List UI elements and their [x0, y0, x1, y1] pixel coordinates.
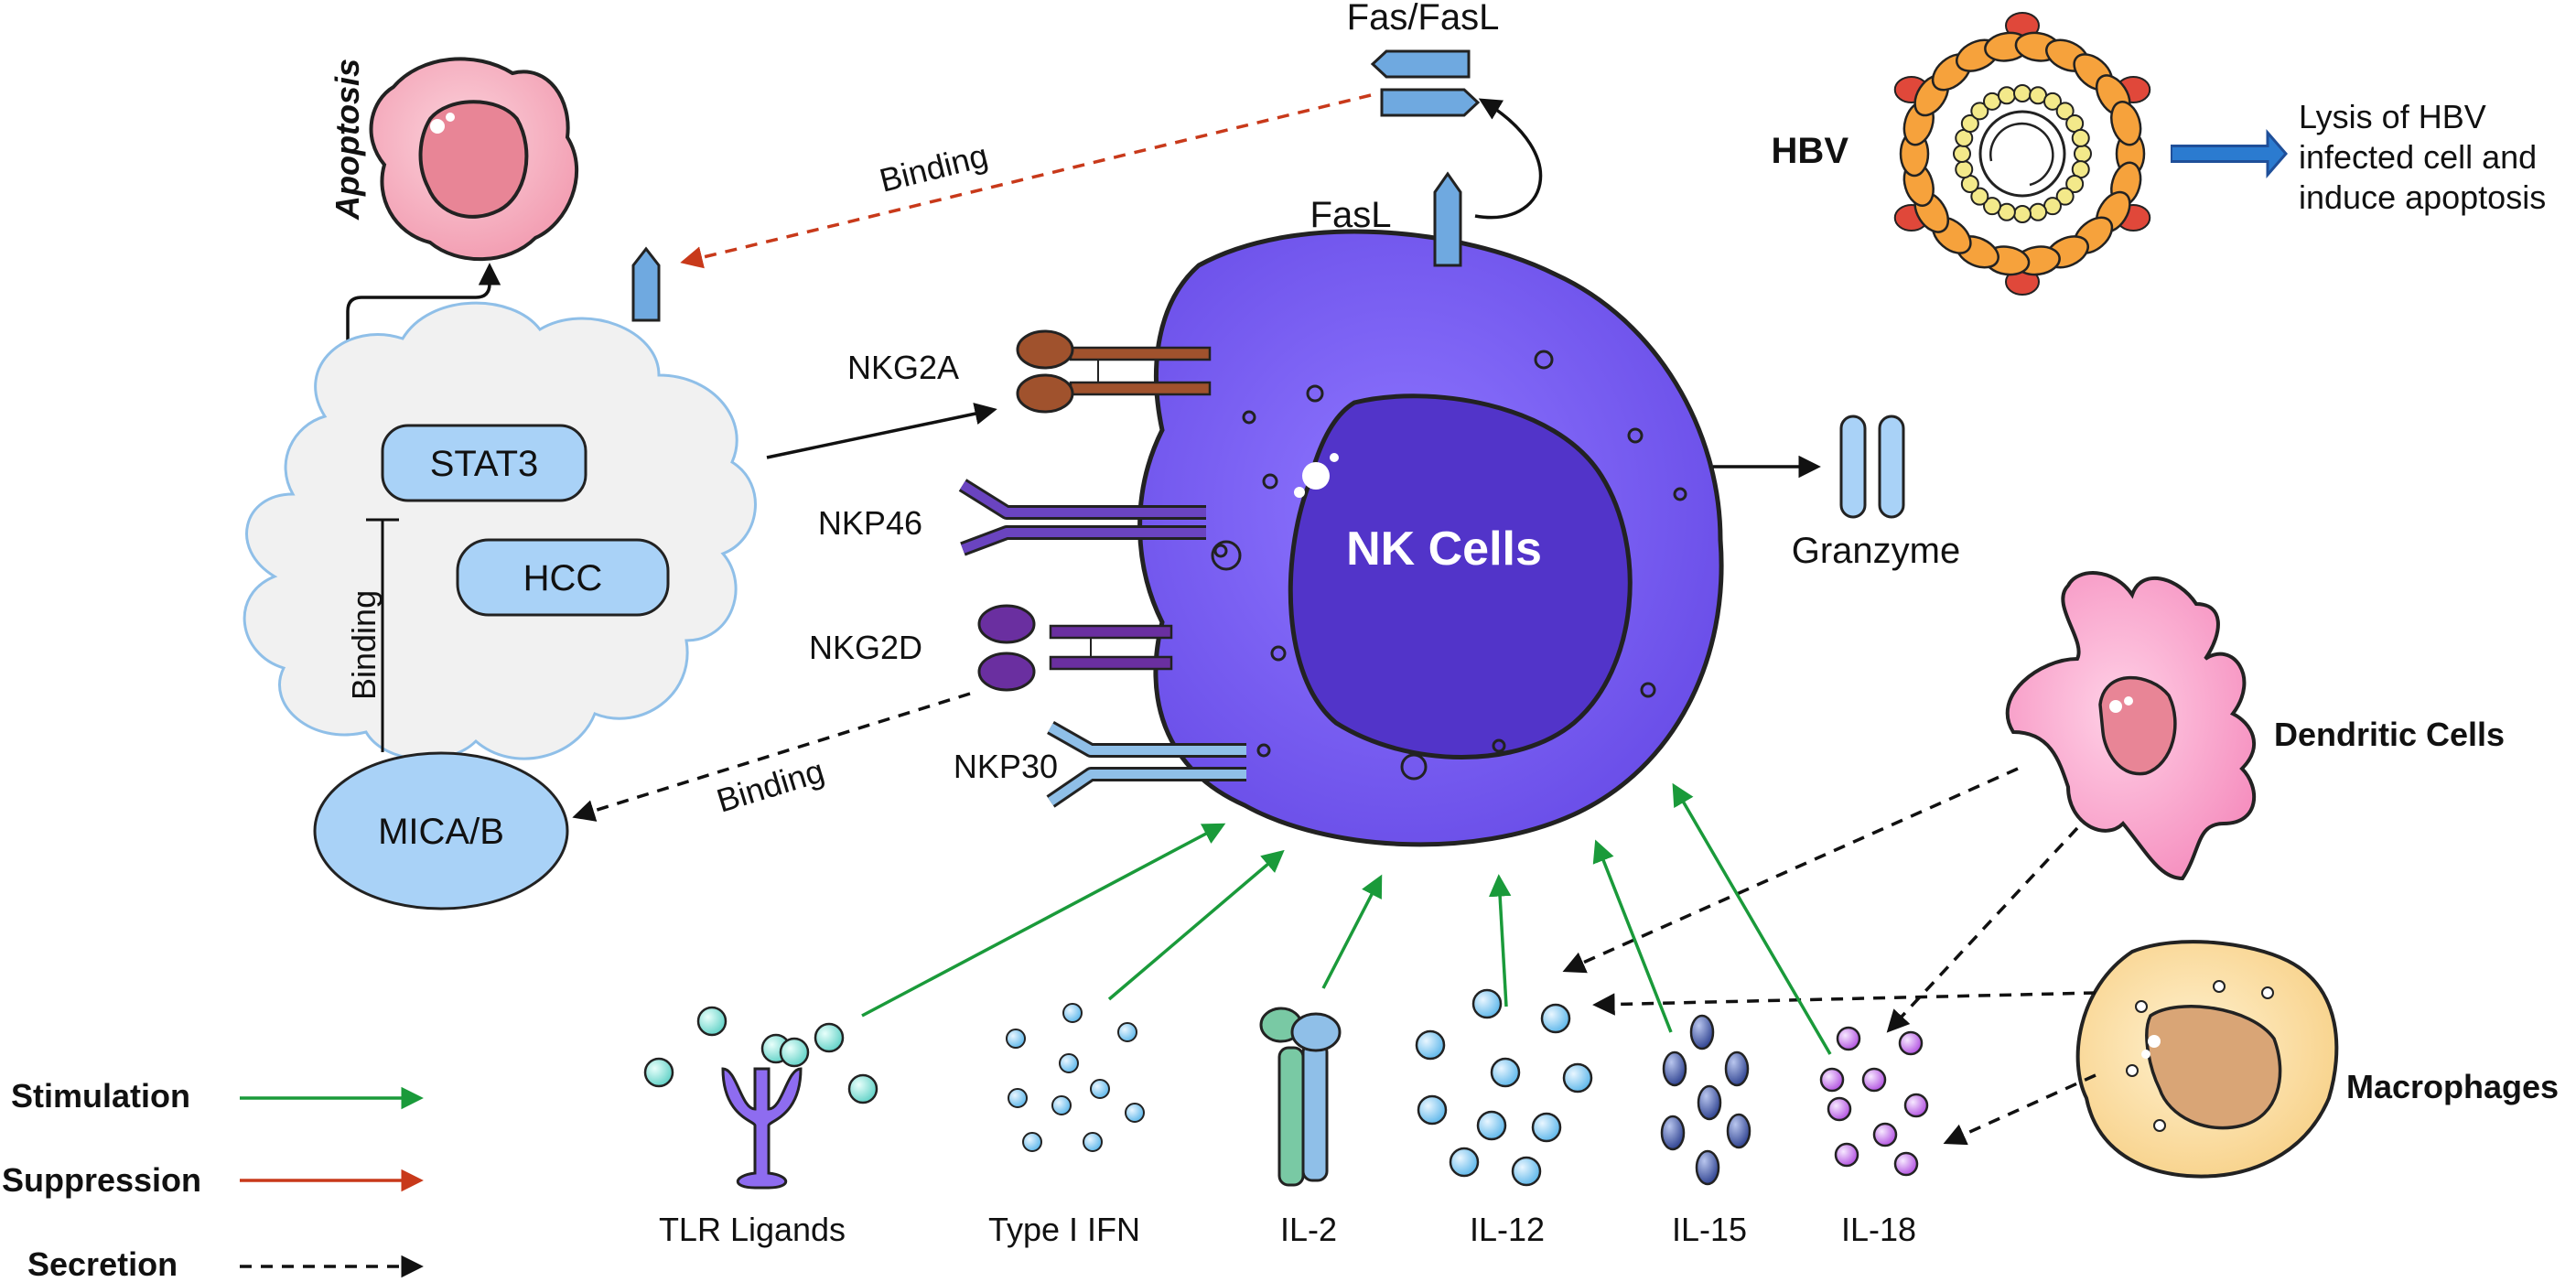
- dc-to-il12-arrow: [1562, 767, 2019, 974]
- lysis-line-1: Lysis of HBV: [2299, 98, 2486, 135]
- fas-fasl-label: Fas/FasL: [1347, 0, 1500, 38]
- stimulus-label-il18: IL-18: [1841, 1211, 1916, 1248]
- tumor-cloud: [243, 301, 757, 761]
- nkp30-label: NKP30: [954, 748, 1058, 785]
- il18-stimulation-arrow: [1672, 782, 1832, 1055]
- legend: Stimulation Suppression Secretion: [2, 1077, 424, 1282]
- nk-cells-label: NK Cells: [1346, 522, 1542, 576]
- fas-binding-arrow: [680, 93, 1372, 269]
- nkp30-receptor-icon: [1046, 721, 1246, 808]
- il2-icon: [1259, 1007, 1342, 1187]
- nkp46-label: NKP46: [818, 504, 922, 542]
- ifn-stimulation-arrow: [1107, 849, 1285, 1001]
- fasl-label: FasL: [1310, 195, 1392, 235]
- macrophage-icon: [2075, 940, 2339, 1179]
- granzyme-label: Granzyme: [1792, 531, 1961, 571]
- stat3-label: STAT3: [430, 444, 539, 484]
- il18-icon: [1819, 1026, 1929, 1177]
- binding-bottom-label: Binding: [712, 751, 828, 819]
- il12-stimulation-arrow: [1488, 874, 1512, 1007]
- nkg2d-receptor-icon: [977, 604, 1173, 692]
- nkg2a-label: NKG2A: [847, 349, 959, 386]
- hcc-box: [456, 538, 670, 617]
- hcc-label: HCC: [523, 558, 603, 598]
- dendritic-cells-label: Dendritic Cells: [2274, 716, 2505, 753]
- mac-to-il12-arrow: [1592, 991, 2096, 1016]
- fas-fasl-complex-icon: [1370, 49, 1481, 117]
- legend-label-stimulation: Stimulation: [11, 1077, 190, 1115]
- nkg2a-receptor-icon: [1016, 329, 1212, 414]
- nkg2d-binding-arrow: [572, 692, 971, 822]
- mac-to-il18-arrow: [1943, 1073, 2096, 1146]
- apoptotic-cell-icon: [369, 57, 579, 262]
- fasl-to-fas-arrow: [1474, 98, 1543, 220]
- dendritic-cell-icon: [2005, 571, 2257, 881]
- stimulus-label-tlr: TLR Ligands: [659, 1211, 846, 1248]
- mica-b-label: MICA/B: [378, 812, 504, 852]
- granzyme-icon: [1839, 415, 1905, 519]
- hbv-label: HBV: [1772, 131, 1849, 171]
- stimulus-label-il12: IL-12: [1470, 1211, 1545, 1248]
- il15-icon: [1660, 1014, 1751, 1186]
- legend-label-secretion: Secretion: [27, 1245, 178, 1282]
- stimulus-label-ifn: Type I IFN: [988, 1211, 1140, 1248]
- apoptosis-label: Apoptosis: [329, 59, 366, 221]
- nkp46-receptor-icon: [958, 479, 1206, 556]
- legend-label-suppression: Suppression: [2, 1161, 201, 1199]
- stat3-box: [381, 424, 587, 502]
- il12-icon: [1415, 988, 1593, 1187]
- stimulus-label-il2: IL-2: [1280, 1211, 1337, 1248]
- il2-stimulation-arrow: [1321, 874, 1383, 989]
- stimulus-label-il15: IL-15: [1672, 1211, 1747, 1248]
- tlr-ligands-icon: [643, 1006, 878, 1190]
- nk-cell-icon: [1137, 229, 1724, 847]
- lysis-line-2: infected cell and: [2299, 138, 2537, 176]
- dc-to-il18-arrow: [1886, 826, 2079, 1033]
- cloud-to-nkg2a-arrow: [766, 403, 997, 459]
- type-i-ifn-icon: [1006, 1003, 1145, 1152]
- lysis-line-3: induce apoptosis: [2299, 178, 2546, 216]
- fas-receptor-icon: [631, 246, 661, 322]
- macrophages-label: Macrophages: [2346, 1068, 2559, 1105]
- nkg2d-label: NKG2D: [809, 629, 922, 666]
- cloud-to-apoptosis-arrow: [346, 263, 501, 361]
- tlr-stimulation-arrow: [861, 823, 1226, 1018]
- mica-b-ellipse: [313, 751, 569, 910]
- hbv-virus-icon: [1893, 12, 2151, 296]
- il15-stimulation-arrow: [1592, 839, 1673, 1033]
- fasl-receptor-icon: [1433, 171, 1462, 267]
- binding-left-label: Binding: [345, 590, 383, 700]
